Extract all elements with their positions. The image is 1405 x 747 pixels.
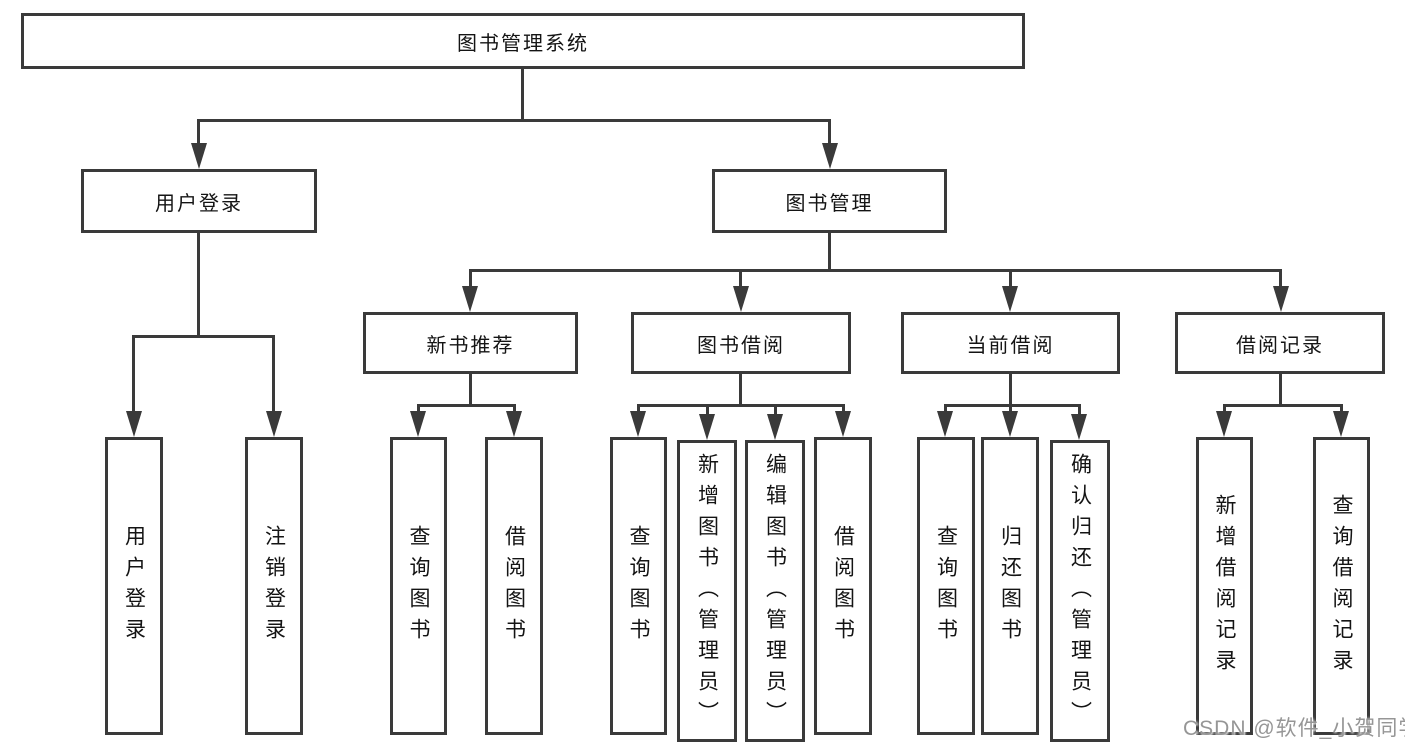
arrowhead	[835, 411, 851, 437]
connector-line	[1340, 404, 1343, 413]
arrowhead	[1002, 286, 1018, 312]
leaf-query-borrow-record: 查询借阅记录	[1313, 437, 1370, 735]
arrowhead	[937, 411, 953, 437]
connector-line	[197, 119, 200, 145]
arrowhead	[462, 286, 478, 312]
connector-line	[469, 269, 472, 288]
node-current-borrow: 当前借阅	[901, 312, 1120, 374]
connector-line	[739, 374, 742, 406]
connector-line	[739, 269, 742, 288]
connector-line	[417, 404, 515, 407]
connector-line	[272, 335, 275, 413]
connector-line	[469, 269, 1282, 272]
arrowhead	[1273, 286, 1289, 312]
leaf-user-login: 用户登录	[105, 437, 163, 735]
arrowhead	[126, 411, 142, 437]
leaf-edit-book-admin: 编辑图书（管理员）	[745, 440, 805, 742]
arrowhead	[410, 411, 426, 437]
arrowhead	[506, 411, 522, 437]
node-borrow-records: 借阅记录	[1175, 312, 1385, 374]
leaf-logout: 注销登录	[245, 437, 303, 735]
connector-line	[469, 374, 472, 406]
node-book-borrow: 图书借阅	[631, 312, 851, 374]
arrowhead	[733, 286, 749, 312]
connector-line	[637, 404, 844, 407]
connector-line	[417, 404, 420, 413]
leaf-borrow-books-borrow: 借阅图书	[814, 437, 872, 735]
connector-line	[944, 404, 1081, 407]
connector-line	[513, 404, 516, 413]
connector-line	[1223, 404, 1226, 413]
csdn-watermark: CSDN @软件_小贺同学	[1183, 717, 1405, 740]
connector-line	[521, 69, 524, 122]
leaf-add-book-admin: 新增图书（管理员）	[677, 440, 737, 742]
arrowhead	[822, 143, 838, 169]
connector-line	[197, 119, 831, 122]
connector-line	[1009, 404, 1012, 413]
arrowhead	[191, 143, 207, 169]
arrowhead	[1071, 414, 1087, 440]
arrowhead	[1333, 411, 1349, 437]
leaf-return-book: 归还图书	[981, 437, 1039, 735]
connector-line	[828, 233, 831, 271]
connector-line	[132, 335, 275, 338]
leaf-query-books-current: 查询图书	[917, 437, 975, 735]
connector-line	[774, 404, 777, 416]
connector-line	[944, 404, 947, 413]
node-new-book-recommend: 新书推荐	[363, 312, 578, 374]
leaf-confirm-return-admin: 确认归还（管理员）	[1050, 440, 1110, 742]
leaf-query-books-recommend: 查询图书	[390, 437, 447, 735]
connector-line	[1009, 374, 1012, 406]
leaf-add-borrow-record: 新增借阅记录	[1196, 437, 1253, 735]
connector-line	[132, 335, 135, 413]
connector-line	[637, 404, 640, 413]
arrowhead	[767, 414, 783, 440]
connector-line	[706, 404, 709, 416]
arrowhead	[266, 411, 282, 437]
connector-line	[842, 404, 845, 413]
connector-line	[1078, 404, 1081, 416]
connector-line	[1279, 269, 1282, 288]
leaf-query-books-borrow: 查询图书	[610, 437, 667, 735]
connector-line	[1279, 374, 1282, 406]
arrowhead	[1216, 411, 1232, 437]
arrowhead	[630, 411, 646, 437]
connector-line	[197, 233, 200, 338]
leaf-borrow-books-recommend: 借阅图书	[485, 437, 543, 735]
connector-line	[1223, 404, 1342, 407]
node-root: 图书管理系统	[21, 13, 1025, 69]
node-book-management: 图书管理	[712, 169, 947, 233]
arrowhead	[1002, 411, 1018, 437]
node-user-login: 用户登录	[81, 169, 317, 233]
connector-line	[828, 119, 831, 145]
connector-line	[1009, 269, 1012, 288]
arrowhead	[699, 414, 715, 440]
